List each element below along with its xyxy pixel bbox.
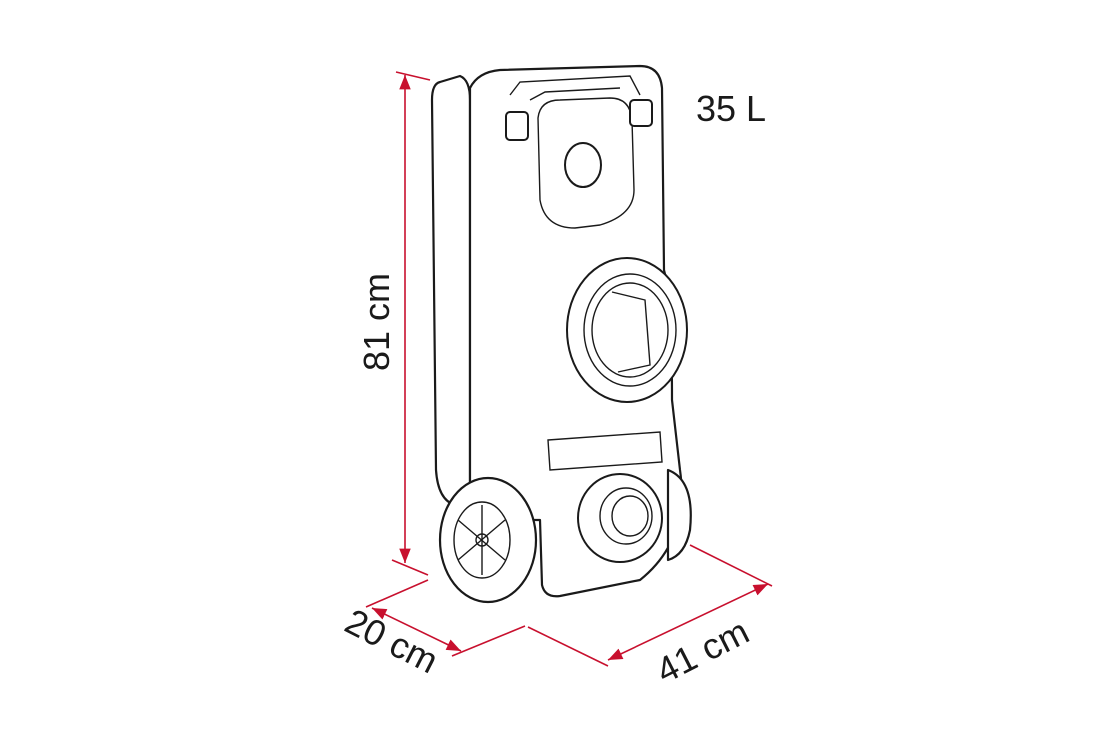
width-label: 41 cm (649, 610, 755, 691)
valve-outer (566, 257, 688, 403)
outlet-outer (577, 473, 663, 563)
left-fitting (505, 111, 529, 141)
tank-body (430, 64, 692, 604)
fill-cap (564, 142, 602, 188)
right-fitting (629, 99, 653, 127)
dimension-lines (365, 71, 773, 667)
depth-label: 20 cm (339, 600, 445, 681)
height-label: 81 cm (356, 273, 397, 371)
capacity-label: 35 L (696, 88, 766, 129)
